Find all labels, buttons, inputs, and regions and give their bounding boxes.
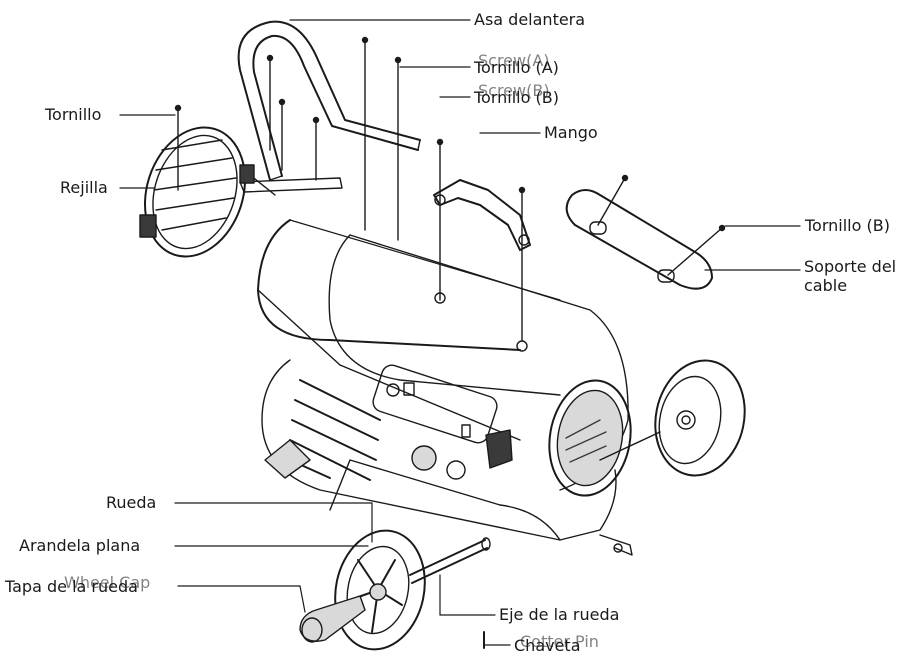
label-eje-rueda: Eje de la rueda (499, 605, 620, 624)
label-tornillo-b-right: Tornillo (B) (805, 216, 890, 235)
cord-holder (565, 174, 726, 290)
label-soporte-line1: Soporte del (804, 257, 897, 276)
carry-handle (433, 179, 531, 251)
screw-a-group (266, 36, 526, 341)
label-chaveta: Chaveta (514, 636, 581, 655)
grille (139, 104, 255, 258)
label-tornillo-a: Tornillo (A) (474, 58, 559, 77)
wheel-axle (409, 534, 633, 584)
label-rueda: Rueda (106, 493, 157, 512)
label-asa-delantera: Asa delantera (474, 10, 586, 29)
label-arandela: Arandela plana (19, 536, 141, 555)
label-screw-b-en: Screw(B) (478, 81, 550, 100)
label-mango: Mango (544, 123, 598, 142)
label-tapa-rueda: Tapa de la rueda (5, 577, 138, 596)
rear-fan-grille (548, 379, 632, 497)
right-wheel (599, 359, 746, 477)
front-handle (237, 20, 421, 196)
label-wheel-cap-en: Wheel Cap (64, 573, 151, 592)
label-soporte-line2: cable (804, 276, 848, 295)
leader-lines (119, 19, 801, 646)
label-rejilla: Rejilla (60, 178, 108, 197)
label-cotter-pin-en: Cotter Pin (520, 632, 599, 651)
label-screw-a-en: Screw(A) (478, 51, 550, 70)
label-tornillo-b-top: Tornillo (B) (474, 88, 559, 107)
label-tornillo: Tornillo (45, 105, 102, 124)
left-wheel (334, 529, 426, 651)
wheel-cap (299, 595, 366, 643)
